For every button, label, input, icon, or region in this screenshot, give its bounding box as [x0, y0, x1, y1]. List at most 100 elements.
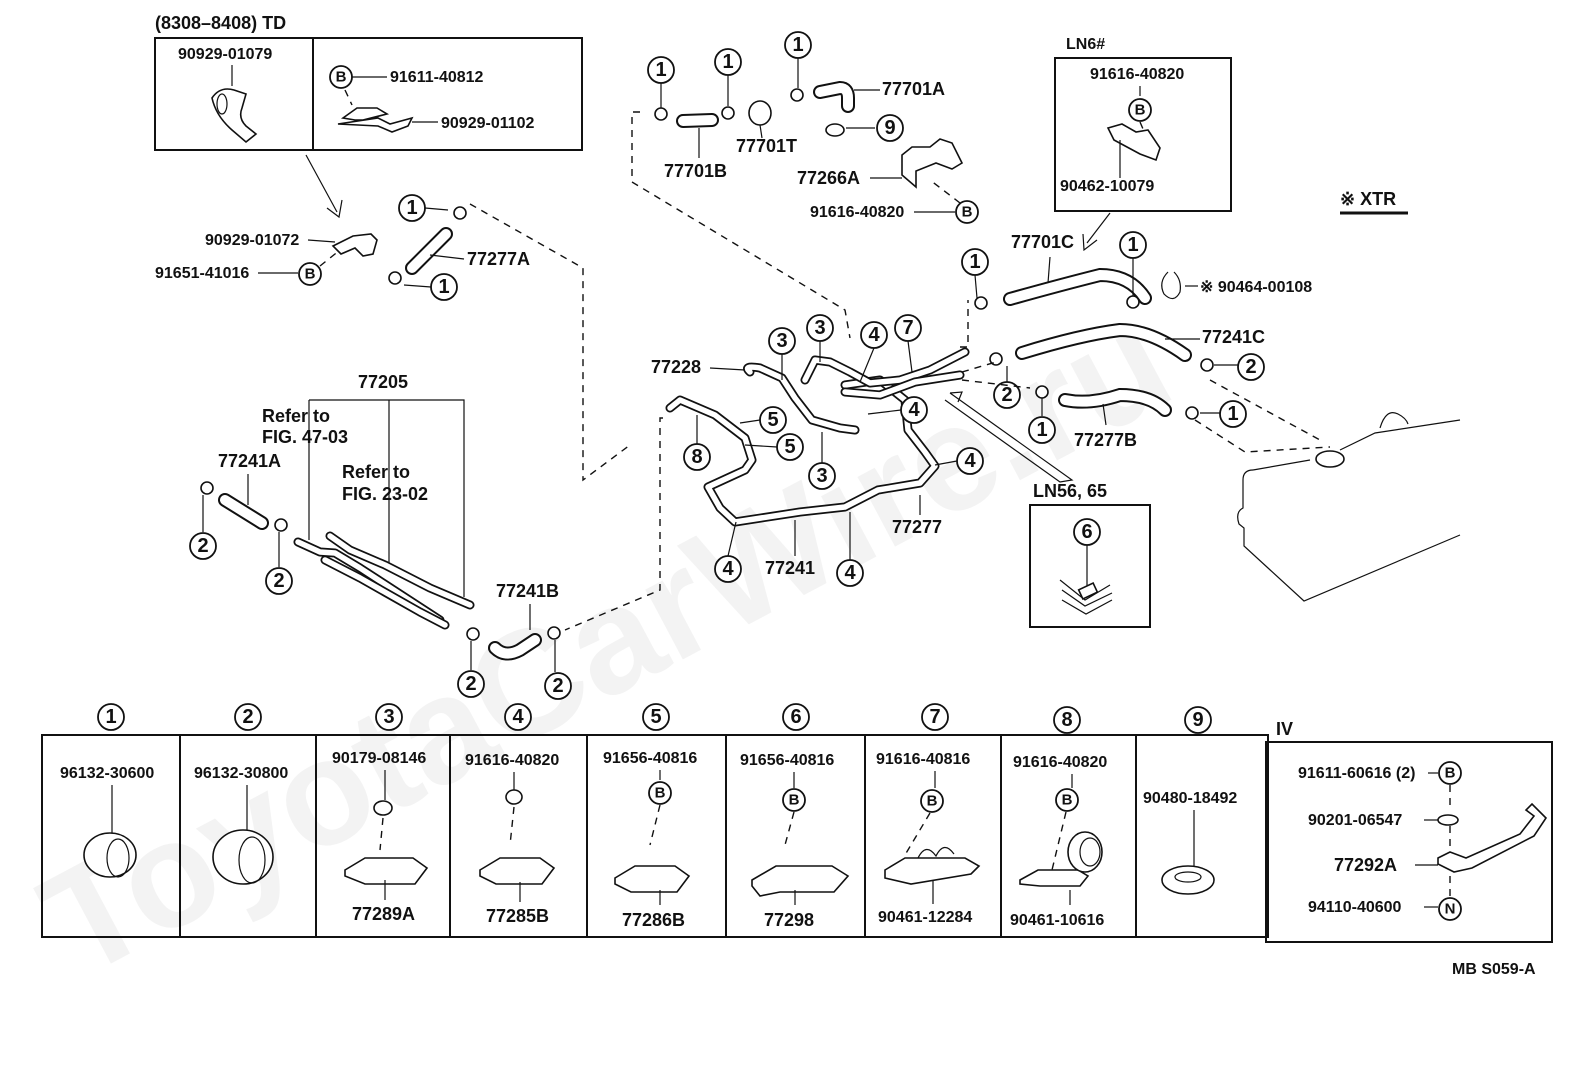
svg-text:3: 3	[816, 465, 827, 487]
svg-text:3: 3	[776, 330, 787, 352]
legend-ref-9	[1184, 706, 1212, 734]
part-label-90929-01072[interactable]: 90929-01072	[205, 232, 299, 249]
legend-part-bottom[interactable]: 90461-10616	[1010, 912, 1104, 929]
legend-part-bottom[interactable]: 90461-12284	[878, 909, 972, 926]
part-label-77701A[interactable]: 77701A	[882, 79, 945, 99]
part-label-91616-40820[interactable]: 91616-40820	[810, 204, 904, 221]
clamp-icon	[1077, 582, 1099, 600]
part-label-77241A[interactable]: 77241A	[218, 451, 281, 471]
ref-fig-47-03-line2[interactable]: FIG. 47-03	[262, 427, 348, 447]
legend-ref-1	[97, 703, 125, 731]
svg-text:9: 9	[884, 117, 895, 139]
legend-part-top[interactable]: 91616-40820	[1013, 754, 1107, 771]
ref-fig-23-02-line2[interactable]: FIG. 23-02	[342, 484, 428, 504]
svg-text:2: 2	[1001, 384, 1012, 406]
svg-text:7: 7	[902, 317, 913, 339]
bracket-icon	[344, 857, 429, 885]
part-label-91611-60616[interactable]: 91611-60616 (2)	[1298, 765, 1415, 782]
callout-2[interactable]	[265, 567, 293, 595]
part-label-77277A[interactable]: 77277A	[467, 249, 530, 269]
tank-filler-neck-icon	[1315, 450, 1345, 468]
svg-text:B: B	[1445, 765, 1456, 782]
svg-text:1: 1	[1127, 234, 1138, 256]
callout-2[interactable]	[189, 532, 217, 560]
drawing-code: MB S059-A	[1452, 961, 1536, 978]
callout-2[interactable]	[544, 672, 572, 700]
part-label-91616-40820[interactable]: 91616-40820	[1090, 66, 1184, 83]
bracket-icon	[331, 233, 378, 257]
upper-center-vent-group: 1 1 1 77701B 77701T 77701A 9 77266A 9161…	[631, 31, 979, 339]
part-label-77241[interactable]: 77241	[765, 558, 815, 578]
part-label-90929-01102[interactable]: 90929-01102	[441, 115, 535, 132]
callout-2[interactable]	[457, 670, 485, 698]
nut-icon	[373, 800, 393, 816]
part-label-77277B[interactable]: 77277B	[1074, 430, 1137, 450]
part-label-91611-40812[interactable]: 91611-40812	[390, 69, 484, 86]
part-label-77701T[interactable]: 77701T	[736, 136, 797, 156]
left-pipe-assembly: 77205 Refer to FIG. 47-03 Refer to FIG. …	[189, 372, 572, 700]
nut-icon	[505, 789, 523, 805]
svg-text:4: 4	[868, 324, 880, 346]
upper-left-hose-group: 90929-01072 91651-41016 B 77277A 1 1	[155, 194, 631, 482]
ln56-inset-box: LN56, 65 6	[1029, 481, 1151, 628]
td-inset-box: (8308–8408) TD 90929-01079 B 91611-40812…	[154, 13, 583, 151]
legend-cell-7: 7 91616-40816 B 90461-12284	[876, 703, 981, 926]
ln6-inset-box: LN6# 91616-40820 B 90462-10079	[1054, 36, 1232, 212]
legend-cell-9: 9 90480-18492	[1143, 706, 1237, 895]
part-label-77205[interactable]: 77205	[358, 372, 408, 392]
nut-n-icon	[1438, 897, 1462, 921]
part-label-77292A[interactable]: 77292A	[1334, 855, 1397, 875]
bolt-b-icon	[1055, 788, 1079, 812]
part-label-90462-10079[interactable]: 90462-10079	[1060, 178, 1154, 195]
pipe-clamp-icon	[1019, 869, 1090, 887]
bolt-b-icon	[955, 200, 979, 224]
part-label-77277[interactable]: 77277	[892, 517, 942, 537]
callout-1[interactable]	[1028, 416, 1056, 444]
bolt-b-icon	[1128, 98, 1152, 122]
bracket-icon	[614, 865, 691, 893]
svg-text:2: 2	[1245, 356, 1256, 378]
part-label-90464-00108[interactable]: ※ 90464-00108	[1200, 279, 1312, 296]
part-label-77241C[interactable]: 77241C	[1202, 327, 1265, 347]
part-label-77701B[interactable]: 77701B	[664, 161, 727, 181]
svg-text:B: B	[336, 69, 347, 86]
part-label-77228[interactable]: 77228	[651, 357, 701, 377]
bracket-77266A-icon	[901, 138, 964, 189]
part-label-77701C[interactable]: 77701C	[1011, 232, 1074, 252]
legend-part-top[interactable]: 96132-30800	[194, 765, 288, 782]
part-label-91651-41016[interactable]: 91651-41016	[155, 265, 249, 282]
legend-part-top[interactable]: 91656-40816	[603, 750, 697, 767]
legend-part-top[interactable]: 90480-18492	[1143, 790, 1237, 807]
legend-part-bottom[interactable]: 77298	[764, 910, 814, 930]
callout-1[interactable]	[1219, 400, 1247, 428]
svg-text:1: 1	[406, 197, 417, 219]
hose-clamp-icon	[212, 829, 274, 885]
legend-ref-7	[921, 703, 949, 731]
legend-part-top[interactable]: 91616-40816	[876, 751, 970, 768]
legend-part-bottom[interactable]: 77285B	[486, 906, 549, 926]
callout-9[interactable]	[876, 114, 904, 142]
svg-text:6: 6	[790, 706, 801, 728]
grommet-icon	[825, 123, 845, 137]
legend-part-bottom[interactable]: 77289A	[352, 904, 415, 924]
hose-clamp-icon	[388, 271, 402, 285]
legend-part-top[interactable]: 91616-40820	[465, 752, 559, 769]
legend-part-top[interactable]: 96132-30600	[60, 765, 154, 782]
part-label-94110-40600[interactable]: 94110-40600	[1308, 899, 1402, 916]
svg-text:4: 4	[722, 558, 734, 580]
part-label-77266A[interactable]: 77266A	[797, 168, 860, 188]
svg-text:2: 2	[197, 535, 208, 557]
part-label-77241B[interactable]: 77241B	[496, 581, 559, 601]
svg-text:5: 5	[767, 409, 778, 431]
part-label-90929-01079[interactable]: 90929-01079	[178, 46, 272, 63]
legend-part-top[interactable]: 90179-08146	[332, 750, 426, 767]
clamp-loop-icon	[1067, 831, 1103, 873]
legend-part-bottom[interactable]: 77286B	[622, 910, 685, 930]
legend-cell-8: 8 91616-40820 B 90461-10616	[1010, 706, 1107, 929]
bracket-77292A-icon	[1437, 802, 1548, 873]
clamp-90462-icon	[1106, 123, 1161, 162]
part-label-90201-06547[interactable]: 90201-06547	[1308, 812, 1402, 829]
callout-2[interactable]	[1237, 353, 1265, 381]
svg-text:B: B	[789, 792, 800, 809]
legend-part-top[interactable]: 91656-40816	[740, 752, 834, 769]
